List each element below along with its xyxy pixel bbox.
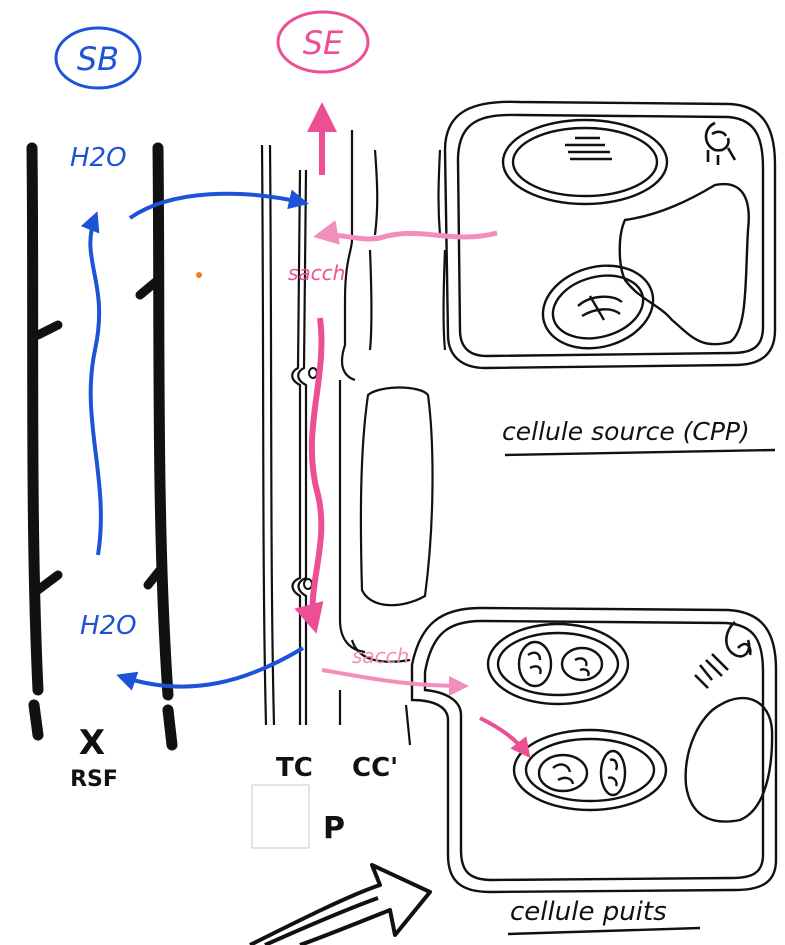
plasmodesma-neck-top-a [373,149,379,236]
se-circle [276,10,370,74]
starch-grain-1 [517,640,553,688]
starch-grain-3 [537,753,589,793]
xylem-wall-left [26,142,44,696]
amyloplast-1-inner [496,631,620,697]
label-tc: TC [276,753,313,783]
water-to-phloem-arrow [128,189,309,220]
source-cell-outer-wall [443,100,777,370]
water-flow [80,189,309,691]
label-sb-group: SB [54,26,142,90]
label-water-bottom: H2O [80,611,137,641]
water-from-phloem-arrow [116,646,305,691]
source-cell-inner-wall [456,113,765,358]
label-sb: SB [77,40,119,78]
sucrose-flow [294,102,531,759]
xylem-vessel [26,142,178,751]
sb-circle [54,26,142,90]
water-up-arrow [80,211,103,556]
xylem-wall-left-knot-1 [33,320,63,340]
chloroplast-thylakoids [577,295,623,321]
label-sucrose-top: sacch [288,261,345,285]
label-x-mark: X [79,723,105,763]
xylem-wall-left-knot-2 [33,570,63,595]
sink-cell-outer-wall [410,606,778,894]
label-sink-cell: cellule puits [510,897,667,927]
label-cc: CC' [352,753,398,783]
sucrose-loading-arrow [313,220,498,245]
xylem-wall-right-knot-2 [143,565,165,590]
big-arrow [249,863,432,945]
plasmodesma-neck-mid-a [368,249,373,351]
phloem-down-arrow [294,317,325,634]
nucleus [501,118,669,206]
nucleolus [565,136,612,161]
sink-vacuole [684,696,774,823]
golgi [704,121,737,165]
sink-neck-a [350,639,411,663]
companion-cell-column [338,130,447,746]
label-rsf: RSF [70,767,118,792]
companion-top [340,130,356,382]
sieve-tube [260,144,308,726]
xylem-wall-left-end [28,699,44,741]
label-p: P [323,811,345,846]
label-source-cell: cellule source (CPP) [502,417,750,446]
companion-middle [359,386,434,607]
xylem-wall-right-end [162,704,178,751]
label-sucrose-bottom: sacch [352,644,409,668]
amyloplast-1 [486,622,630,706]
sink-neck-c [404,704,412,746]
source-cell-underline [504,448,776,457]
plasmodesma-neck-mid-b [442,249,447,351]
sucrose-unloading-arrow-1 [321,668,469,696]
label-se: SE [303,24,344,62]
chloroplast-inner [551,274,645,340]
label-water-top: H2O [70,143,127,173]
p-box [251,784,310,849]
label-se-group: SE [276,10,370,74]
amyloplast-2-inner [524,737,656,803]
chloroplast [541,264,655,350]
source-cell [443,100,777,370]
nucleus-inner [511,126,659,198]
vacuole [618,182,750,346]
sucrose-unloading-arrow-2 [479,716,531,759]
sink-cell-underline [507,926,701,936]
amyloplast-2 [512,728,668,812]
sink-golgi [694,620,752,689]
xylem-wall-right [152,142,174,701]
sink-cell [410,606,778,894]
starch-grain-4 [599,749,627,797]
companion-lower-edge [338,380,366,654]
xylem-wall-right-knot-1 [135,275,163,300]
marker-dot [196,272,202,278]
sink-cell-inner-wall [423,619,765,882]
starch-grain-2 [560,646,604,682]
plasmodesma-neck-top-b [437,149,442,236]
